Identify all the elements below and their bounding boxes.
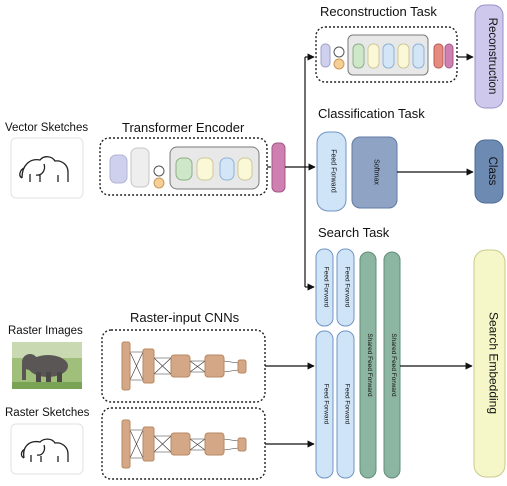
classification-feed-forward: Feed Forward (316, 131, 347, 212)
cnn-raster-sketches (101, 407, 266, 480)
svg-text:Feed Forward: Feed Forward (323, 384, 330, 425)
search-ff-raster-1: Feed Forward (315, 330, 334, 479)
raster-cnns-title: Raster-input CNNs (130, 310, 240, 325)
class-output: Class (474, 139, 504, 204)
svg-text:Shared Feed Forward: Shared Feed Forward (390, 333, 397, 397)
raster-images-label: Raster Images (8, 325, 83, 337)
reconstruction-output: Reconstruction (474, 4, 504, 109)
reconstruction-output-label: Reconstruction (486, 18, 498, 95)
reconstruction-decoder (315, 26, 458, 83)
vector-sketch-thumbnail (10, 137, 84, 199)
raster-sketches-label: Raster Sketches (5, 407, 90, 419)
classification-task-title: Classification Task (318, 106, 425, 121)
raster-sketch-thumbnail (10, 423, 84, 475)
shared-feed-forward-2: Shared Feed Forward (383, 251, 401, 479)
reconstruction-task-title: Reconstruction Task (320, 4, 437, 19)
vector-sketches-label: Vector Sketches (5, 122, 88, 134)
softmax-block: Softmax (351, 136, 398, 209)
search-ff-raster-2: Feed Forward (336, 330, 355, 479)
svg-text:Shared Feed Forward: Shared Feed Forward (366, 333, 373, 397)
transformer-encoder (99, 137, 268, 196)
svg-text:Feed Forward: Feed Forward (344, 384, 351, 425)
search-embedding-output: Search Embedding (473, 249, 506, 478)
svg-text:Feed Forward: Feed Forward (323, 267, 330, 308)
search-task-title: Search Task (318, 225, 390, 240)
transformer-encoder-title: Transformer Encoder (122, 120, 245, 135)
connectors (265, 53, 474, 448)
shared-feed-forward-1: Shared Feed Forward (359, 251, 377, 479)
search-embedding-label: Search Embedding (487, 312, 501, 414)
class-output-label: Class (486, 157, 498, 186)
raster-image-thumbnail (12, 342, 82, 389)
svg-text:Feed Forward: Feed Forward (330, 149, 337, 193)
cnn-raster-images (101, 329, 266, 403)
svg-text:Feed Forward: Feed Forward (344, 267, 351, 308)
search-ff-vector-1: Feed Forward (315, 248, 334, 327)
sketch-embedding-token (271, 142, 286, 193)
svg-text:Softmax: Softmax (373, 159, 380, 185)
search-ff-vector-2: Feed Forward (336, 248, 355, 327)
